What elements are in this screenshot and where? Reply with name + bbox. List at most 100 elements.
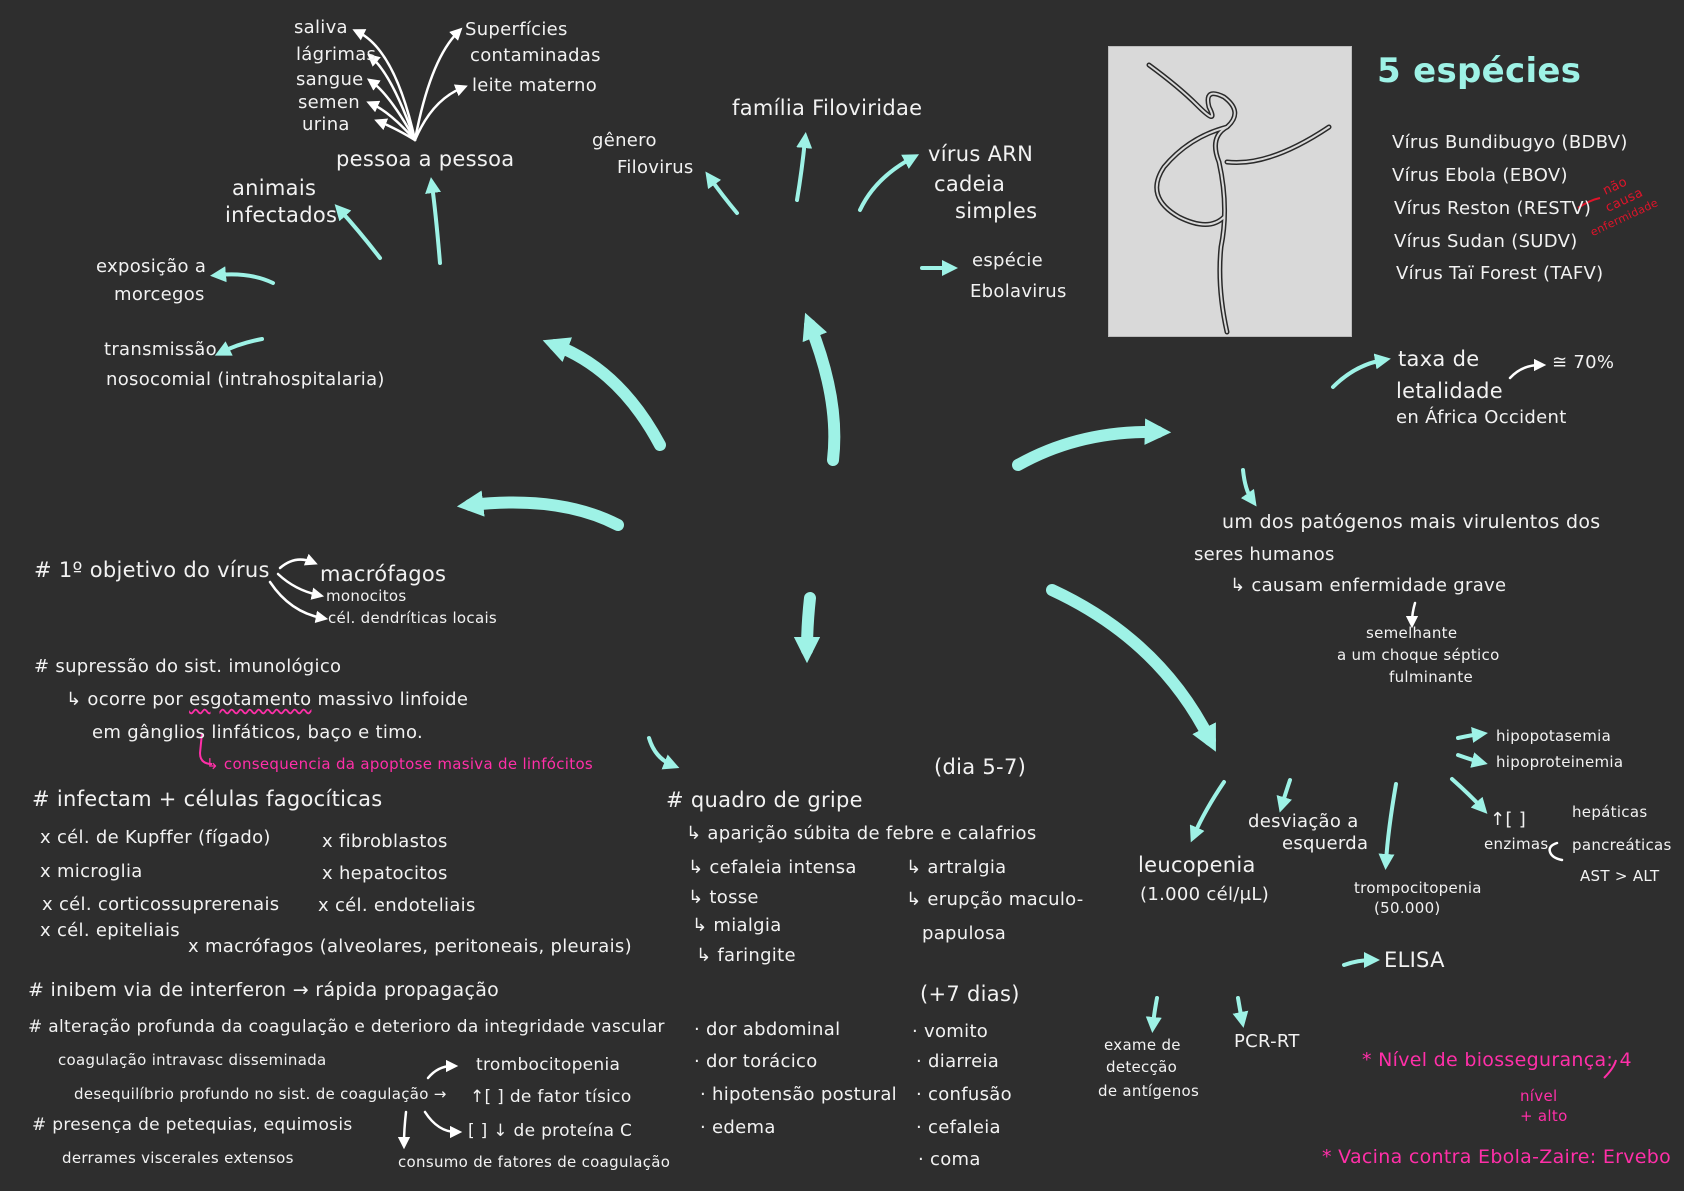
cell-corticossuprerenais: x cél. corticossuprerenais	[42, 894, 280, 915]
arrow-to-symptoms	[793, 592, 821, 664]
arrow-genus	[705, 171, 739, 215]
species-item-ebov: Vírus Ebola (EBOV)	[1392, 165, 1568, 186]
species-item-bdbv: Vírus Bundibugyo (BDBV)	[1392, 132, 1628, 153]
arrow-rna	[858, 154, 920, 212]
thrombocytopenia-value: (50.000)	[1374, 899, 1441, 917]
infect-title: # infectam + células fagocíticas	[32, 787, 383, 811]
arrow-bats	[210, 266, 275, 285]
genus-line1: gênero	[592, 130, 657, 151]
rna-line2: cadeia	[934, 172, 1006, 196]
biosafety-note-2: + alto	[1520, 1107, 1568, 1125]
suppression-title: # supressão do sist. imunológico	[34, 656, 342, 677]
arrow-hypoprot	[1456, 752, 1488, 768]
animals-line2: infectados	[225, 203, 338, 227]
species-item-restv: Vírus Reston (RESTV)	[1394, 198, 1592, 219]
antigen-3: de antígenos	[1098, 1082, 1200, 1100]
arrow-coag-trombo	[426, 1059, 459, 1080]
fan-arrow-saliva	[352, 29, 417, 142]
arrow-pcr	[1232, 996, 1249, 1028]
fan-arrow-sangue	[366, 78, 417, 142]
enzymes: enzimas	[1484, 835, 1549, 853]
arrow-person	[425, 177, 442, 265]
genus-line2: Filovirus	[617, 157, 694, 178]
virulence-line2: seres humanos	[1194, 544, 1335, 565]
symptom-tosse: ↳ tosse	[688, 887, 759, 908]
species-title: 5 espécies	[1377, 51, 1582, 91]
cell-microglia: x microglia	[40, 861, 143, 882]
suppression-line1-post: massivo linfoide	[311, 689, 469, 710]
petechiae-2: derrames viscerales extensos	[62, 1149, 294, 1167]
elisa: ELISA	[1384, 948, 1445, 972]
left-shift-2: esquerda	[1282, 833, 1369, 854]
arrow-to-labs	[1046, 584, 1216, 752]
cell-macrofagos: x macrófagos (alveolares, peritoneais, p…	[188, 936, 632, 957]
coag-line2: coagulação intravasc disseminada	[58, 1051, 327, 1069]
antigen-2: detecção	[1106, 1058, 1178, 1076]
day-late: (+7 dias)	[920, 982, 1020, 1006]
fan-arrow-semen	[366, 100, 417, 142]
cell-epiteliais: x cél. epiteliais	[40, 920, 180, 941]
arrow-similar	[1405, 601, 1419, 629]
coag-consumption: consumo de fatores de coagulação	[398, 1153, 671, 1171]
arrow-enzymes	[1450, 777, 1488, 814]
objective-title: # 1º objetivo do vírus	[34, 558, 270, 582]
lethality-line1: taxa de	[1398, 347, 1480, 371]
symptom-dor-toracico: · dor torácico	[694, 1051, 818, 1072]
species-item-sudv: Vírus Sudan (SUDV)	[1394, 231, 1578, 252]
virulence-line3: ↳ causam enfermidade grave	[1230, 575, 1507, 596]
suppression-underlined: esgotamento	[189, 689, 312, 710]
symptom-vomito: · vomito	[912, 1021, 989, 1042]
arrow-antigen	[1145, 996, 1162, 1033]
item-semen: semen	[298, 92, 360, 113]
fan-arrow-leite	[413, 84, 468, 142]
similar-line1: semelhante	[1366, 624, 1458, 642]
biosafety-note-1: nível	[1520, 1087, 1558, 1105]
hypokalemia: hipopotasemia	[1496, 727, 1612, 745]
suppression-line1-pre: ↳ ocorre por	[66, 689, 190, 710]
thrombocytopenia: trompocitopenia	[1354, 879, 1482, 897]
item-leite: leite materno	[472, 75, 598, 96]
arrow-macrofagos	[278, 553, 318, 570]
consequence-bracket	[198, 732, 213, 765]
arrow-left-shift	[1276, 778, 1292, 813]
rna-line3: simples	[955, 199, 1038, 223]
arrow-quadro	[647, 736, 680, 770]
enzymes-up: ↑[ ]	[1490, 809, 1527, 830]
pcr: PCR-RT	[1234, 1031, 1300, 1052]
vaccine: * Vacina contra Ebola-Zaire: Ervebo	[1322, 1146, 1672, 1168]
target-macrofagos: macrófagos	[320, 562, 447, 586]
nosocomial-line1: transmissão	[104, 339, 217, 360]
symptom-febre: ↳ aparição súbita de febre e calafrios	[686, 823, 1037, 844]
arrow-to-species	[1012, 418, 1172, 471]
lethality-line2: letalidade	[1396, 379, 1503, 403]
left-shift-1: desviação a	[1248, 811, 1359, 832]
symptom-hipotensao: · hipotensão postural	[700, 1084, 897, 1105]
antigen-1: exame de	[1104, 1036, 1181, 1054]
similar-line2: a um choque séptico	[1337, 646, 1500, 664]
lethality-value: ≅ 70%	[1552, 352, 1615, 373]
biosafety: * Nível de biossegurança: 4	[1362, 1049, 1632, 1071]
symptom-diarreia: · diarreia	[916, 1051, 1000, 1072]
symptom-cefaleia-late: · cefaleia	[916, 1117, 1001, 1138]
rna-line1: vírus ARN	[928, 142, 1034, 166]
arrow-lethal-value	[1508, 358, 1547, 380]
arrow-thrombo	[1378, 782, 1398, 870]
leukopenia-value: (1.000 cél/μL)	[1140, 884, 1270, 905]
coag-effect-protein: [ ] ↓ de proteína C	[468, 1121, 633, 1141]
item-lagrimas: lágrimas	[296, 44, 377, 65]
arrow-nosocomial	[214, 337, 264, 356]
symptom-mialgia: ↳ mialgia	[692, 915, 782, 936]
enzyme-hepaticas: hepáticas	[1572, 803, 1648, 821]
hypoproteinemia: hipoproteinemia	[1496, 753, 1624, 771]
target-monocitos: monocitos	[326, 587, 407, 605]
arrow-monocitos	[276, 572, 325, 600]
coag-line3: desequilíbrio profundo no sist. de coagu…	[74, 1085, 447, 1103]
interferon: # inibem via de interferon → rápida prop…	[28, 979, 500, 1001]
symptom-cefaleia: ↳ cefaleia intensa	[688, 857, 857, 878]
symptom-confusao: · confusão	[916, 1084, 1012, 1105]
arrow-elisa	[1342, 952, 1380, 969]
target-dendriticas: cél. dendríticas locais	[328, 609, 498, 627]
symptom-erupcao: ↳ erupção maculo-	[906, 889, 1084, 910]
symptom-papulosa: papulosa	[922, 923, 1007, 944]
arrow-to-transmission	[542, 337, 666, 451]
